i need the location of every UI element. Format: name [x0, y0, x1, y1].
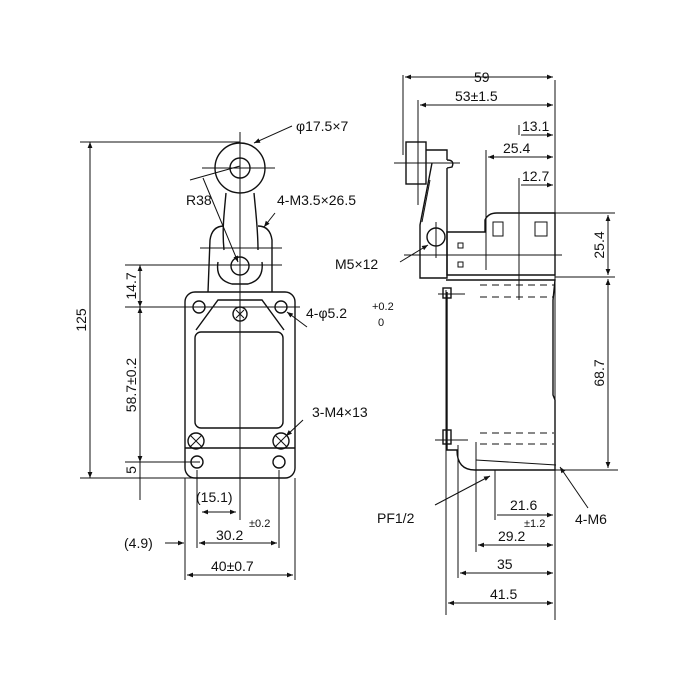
roller-dim-label: φ17.5×7 — [296, 118, 349, 134]
body-height-label: 68.7 — [591, 359, 607, 386]
hole-spacing-tol: ±0.2 — [249, 518, 270, 530]
offset-center-label: (15.1) — [196, 489, 233, 505]
offset-edge-label: (4.9) — [124, 535, 153, 551]
dim-12-7-label: 12.7 — [522, 168, 549, 184]
switch-body — [184, 291, 296, 479]
terminal-screw-dim-label: 3-M4×13 — [312, 404, 368, 420]
depth-total-label: 59 — [474, 69, 490, 85]
head-height-label: 25.4 — [591, 231, 607, 258]
body-window — [194, 331, 284, 429]
mount-hole-dim-label: 4-φ5.2 — [306, 305, 347, 321]
mount-hole-tol-lower: 0 — [378, 317, 384, 329]
height-total-label: 125 — [73, 308, 89, 332]
dim-13-1-label: 13.1 — [522, 118, 549, 134]
conduit-dim-label: PF1/2 — [377, 510, 415, 526]
switch-body-side — [446, 279, 556, 471]
height-bottom-label: 5 — [123, 466, 139, 474]
radius-dim-label: R38 — [186, 192, 212, 208]
dim-29-2-tol: ±1.2 — [524, 518, 545, 530]
head-screw-dim-label: M5×12 — [335, 256, 378, 272]
mount-hole-tol-upper: +0.2 — [372, 301, 394, 313]
lever-arm — [222, 192, 259, 251]
dim-41-5-label: 41.5 — [490, 586, 517, 602]
dim-35-label: 35 — [497, 556, 513, 572]
height-holes-label: 58.7±0.2 — [123, 358, 139, 413]
front-view: φ17.5×7 R38 4-M3.5×26.5 125 14.7 4-φ5.2 … — [73, 118, 394, 580]
lever-screw-dim-label: 4-M3.5×26.5 — [277, 192, 356, 208]
hole-spacing-label: 30.2 — [216, 527, 243, 543]
dim-25-4-top-label: 25.4 — [503, 140, 530, 156]
depth-lever-label: 53±1.5 — [455, 88, 498, 104]
dim-21-6-label: 21.6 — [510, 497, 537, 513]
dim-29-2-label: 29.2 — [498, 528, 525, 544]
bottom-screw-dim-label: 4-M6 — [575, 511, 607, 527]
height-upper-label: 14.7 — [123, 272, 139, 299]
side-view: 59 53±1.5 13.1 25.4 12.7 M5×12 25.4 68.7… — [335, 69, 618, 620]
width-total-label: 40±0.7 — [211, 558, 254, 574]
